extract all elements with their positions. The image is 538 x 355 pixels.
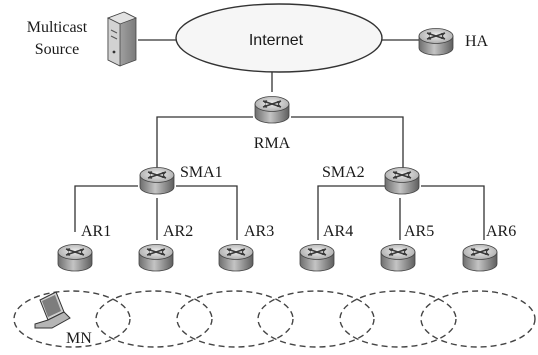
internet-cloud	[175, 3, 383, 73]
rma-router-icon	[254, 95, 290, 124]
multicast-source-server-icon	[107, 11, 137, 67]
coverage-cell-ar2	[95, 290, 213, 348]
ha-label: HA	[465, 33, 489, 50]
ar4-router-icon	[299, 243, 335, 272]
ar2-router-icon	[138, 243, 174, 272]
ar4-label: AR4	[323, 223, 353, 240]
multicast-source-label-line2: Source	[35, 41, 79, 58]
connection-lines	[74, 39, 485, 240]
rma-sma1-link	[156, 116, 253, 168]
sma2-router-icon	[384, 166, 420, 195]
ar2-label: AR2	[163, 223, 193, 240]
rma-sma2-link	[291, 116, 404, 168]
sma2-ar6-link	[421, 185, 485, 240]
coverage-cell-ar5	[339, 290, 457, 348]
ar3-router-icon	[218, 243, 254, 272]
rma-label: RMA	[254, 135, 291, 152]
sma2-ar4-link	[317, 185, 385, 240]
mn-label: MN	[66, 330, 92, 347]
coverage-cell-ar1	[13, 290, 131, 348]
ar5-router-icon	[380, 243, 416, 272]
coverage-cell-ar4	[257, 290, 375, 348]
multicast-source-label-line1: Multicast	[27, 19, 88, 36]
ar5-label: AR5	[404, 223, 434, 240]
sma1-router-icon	[139, 166, 175, 195]
coverage-cells	[13, 290, 536, 348]
sma1-ar3-link	[176, 185, 238, 240]
ar1-router-icon	[57, 243, 93, 272]
coverage-cell-ar3	[176, 290, 294, 348]
laptop-icon	[34, 291, 71, 329]
internet-label: Internet	[249, 32, 304, 49]
ar6-label: AR6	[486, 223, 516, 240]
ar1-label: AR1	[81, 223, 111, 240]
sma1-label: SMA1	[180, 164, 223, 181]
ha-router-icon	[418, 27, 454, 56]
sma2-label: SMA2	[322, 164, 365, 181]
ar6-router-icon	[462, 243, 498, 272]
coverage-cell-ar6	[420, 290, 536, 348]
sma1-ar1-link	[74, 185, 138, 232]
ar3-label: AR3	[244, 223, 274, 240]
